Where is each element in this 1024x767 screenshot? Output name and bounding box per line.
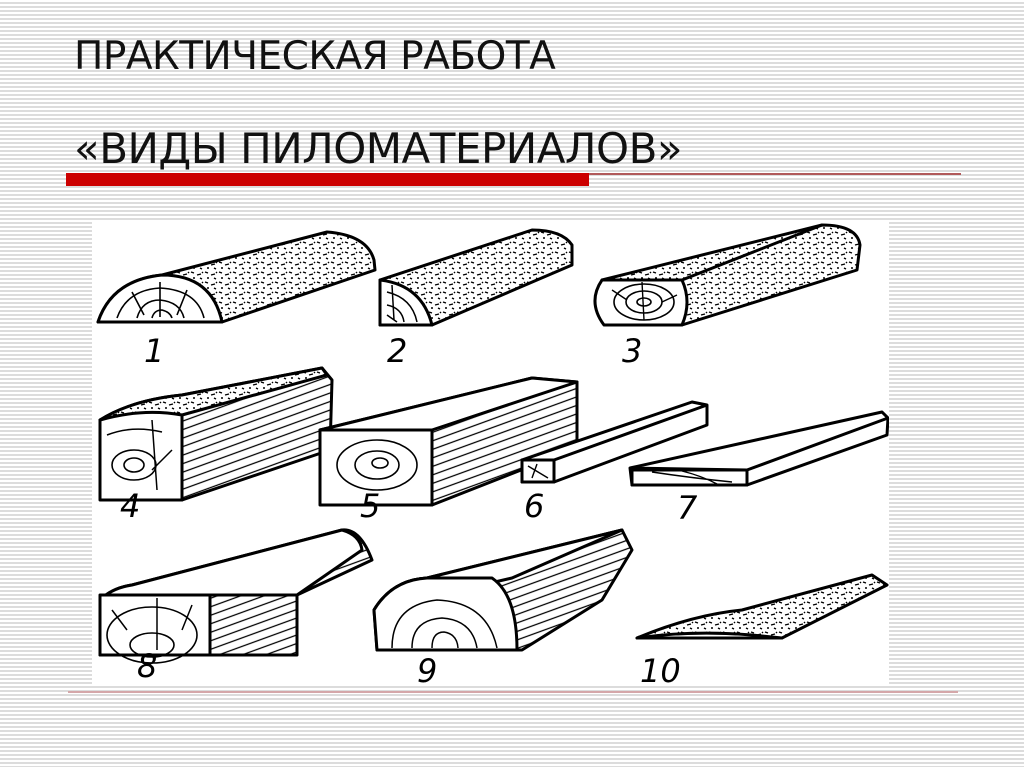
footer-rule <box>68 691 958 693</box>
title-accent-bar <box>66 173 589 186</box>
lumber-2-quarter-log <box>378 228 574 327</box>
lumber-label-2: 2 <box>387 332 408 370</box>
lumber-label-7: 7 <box>677 489 698 527</box>
lumber-label-5: 5 <box>360 487 381 525</box>
lumber-label-3: 3 <box>622 332 643 370</box>
lumber-1-half-log <box>96 230 377 324</box>
lumber-7-edged-board <box>628 410 889 487</box>
lumber-label-9: 9 <box>417 652 438 690</box>
lumber-label-8: 8 <box>137 647 158 685</box>
title-rule <box>589 173 961 175</box>
lumber-8-slab-board <box>98 528 374 664</box>
lumber-6-bar <box>520 400 709 484</box>
lumber-9-half-round-board <box>372 528 634 652</box>
lumber-illustrations <box>96 223 889 664</box>
lumber-label-10: 10 <box>640 652 681 690</box>
lumber-types-figure: 1 2 3 4 5 6 7 8 9 10 <box>92 220 889 690</box>
lumber-label-4: 4 <box>120 487 141 525</box>
lumber-label-1: 1 <box>144 332 165 370</box>
lumber-10-slab <box>635 573 889 640</box>
lumber-3-unedged-board <box>593 223 862 327</box>
title-line-1: ПРАКТИЧЕСКАЯ РАБОТА <box>74 34 556 79</box>
lumber-label-6: 6 <box>524 487 545 525</box>
lumber-5-four-edged-beam <box>318 376 579 507</box>
lumber-4-two-edged-beam <box>98 366 334 502</box>
title-line-2: «ВИДЫ ПИЛОМАТЕРИАЛОВ» <box>74 124 683 173</box>
